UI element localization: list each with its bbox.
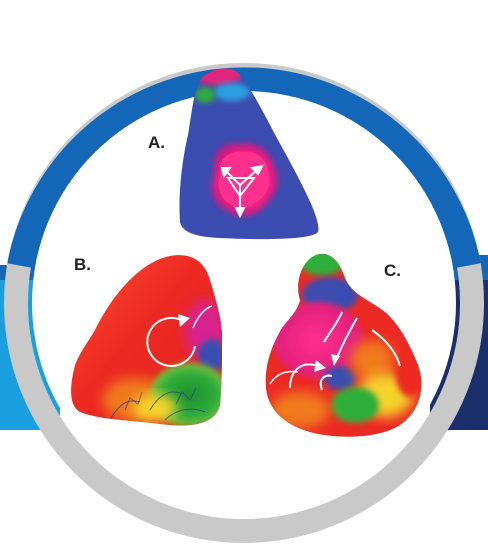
panel-label-a: A. [148,133,165,152]
panel-label-c: C. [384,261,401,280]
panel-label-b: B. [74,255,91,274]
